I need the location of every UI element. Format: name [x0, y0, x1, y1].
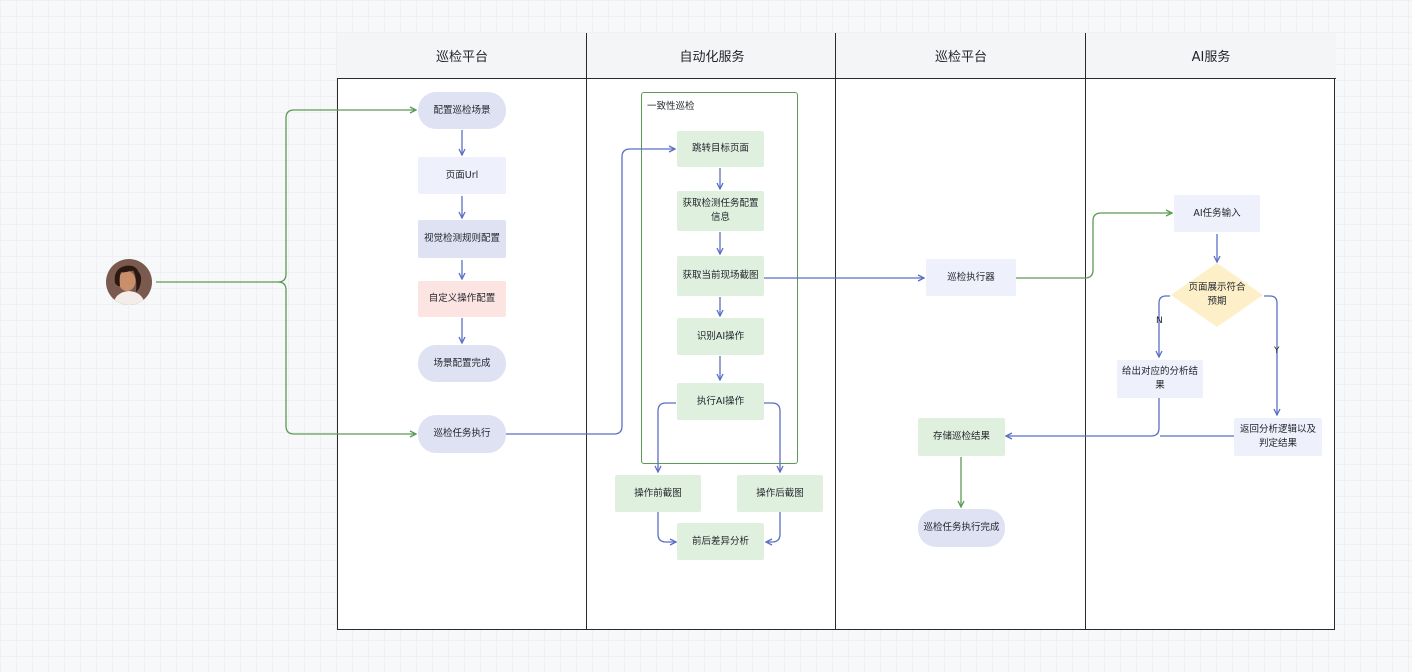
node-label: 视觉检测规则配置: [423, 233, 500, 244]
node-label: 返回分析逻辑以及判定结果: [1239, 424, 1316, 449]
node-get-screenshot[interactable]: 获取当前现场截图: [677, 256, 764, 296]
node-label: AI任务输入: [1193, 207, 1241, 219]
node-label: 存储巡检结果: [932, 431, 990, 442]
node-label: 操作前截图: [634, 487, 682, 499]
node-store-result[interactable]: 存储巡检结果: [918, 418, 1005, 456]
node-label: 跳转目标页面: [691, 143, 749, 154]
node-config-scene[interactable]: 配置巡检场景: [418, 92, 506, 129]
node-label: 前后差异分析: [691, 535, 749, 547]
node-task-done[interactable]: 巡检任务执行完成: [918, 509, 1005, 547]
user-avatar-icon: [106, 259, 152, 305]
node-label: 页面展示符合预期: [1188, 282, 1246, 307]
node-decision[interactable]: 页面展示符合预期: [1187, 280, 1247, 310]
node-label: 巡检执行器: [947, 271, 995, 283]
node-label: 获取当前现场截图: [682, 270, 759, 281]
node-visual-rule[interactable]: 视觉检测规则配置: [418, 220, 506, 258]
node-label: 识别AI操作: [696, 330, 745, 342]
node-get-config[interactable]: 获取检测任务配置信息: [677, 191, 764, 231]
node-label: 巡检任务执行: [433, 428, 491, 439]
lane-header-patrol-platform: 巡检平台: [337, 33, 587, 79]
lane-title: 巡检平台: [934, 50, 987, 65]
connector-after-to-diff: [766, 512, 781, 542]
connector-decision-no: [1159, 295, 1170, 357]
node-after-screenshot[interactable]: 操作后截图: [737, 475, 823, 512]
lane-header-automation-service: 自动化服务: [587, 33, 837, 79]
node-label: 页面Url: [445, 169, 479, 181]
node-label: 操作后截图: [756, 487, 804, 499]
node-custom-operation[interactable]: 自定义操作配置: [418, 281, 506, 317]
user-avatar: [106, 259, 152, 305]
connector-user-to-task: [277, 281, 416, 434]
node-before-screenshot[interactable]: 操作前截图: [615, 475, 701, 512]
connector-exec-to-before: [658, 402, 676, 472]
node-scene-done[interactable]: 场景配置完成: [418, 345, 506, 382]
lane-header-ai-service: AI服务: [1086, 33, 1336, 79]
node-label: 场景配置完成: [433, 357, 491, 369]
node-page-url[interactable]: 页面Url: [418, 157, 506, 194]
node-executor[interactable]: 巡检执行器: [926, 259, 1016, 296]
edge-label-no: N: [1156, 316, 1163, 326]
connector-before-to-diff: [657, 512, 676, 542]
group-label: 一致性巡检: [647, 101, 695, 112]
node-diff-analysis[interactable]: 前后差异分析: [677, 523, 764, 560]
connector-analysis-to-store: [1006, 398, 1160, 436]
node-jump-page[interactable]: 跳转目标页面: [677, 131, 764, 167]
decision-diamond: [1171, 263, 1263, 327]
connector-exec-to-after: [764, 402, 780, 472]
lane-divider: [835, 33, 836, 630]
lane-title: AI服务: [1191, 50, 1231, 65]
node-identify-ai[interactable]: 识别AI操作: [677, 318, 764, 355]
node-label: 执行AI操作: [696, 395, 745, 407]
node-task-exec[interactable]: 巡检任务执行: [418, 415, 506, 453]
node-return-logic[interactable]: 返回分析逻辑以及判定结果: [1234, 418, 1322, 456]
node-label: 自定义操作配置: [428, 293, 496, 304]
connector-executor-to-ai: [1016, 213, 1172, 279]
lane-title: 自动化服务: [679, 50, 745, 65]
node-label: 巡检任务执行完成: [923, 522, 1000, 533]
node-label: 给出对应的分析结果: [1121, 366, 1198, 391]
node-ai-input[interactable]: AI任务输入: [1174, 195, 1260, 232]
swimlane-frame: [337, 33, 1335, 630]
node-label: 获取检测任务配置信息: [682, 198, 759, 223]
node-give-analysis[interactable]: 给出对应的分析结果: [1117, 360, 1203, 398]
lane-divider: [1085, 33, 1086, 630]
connector-task-to-jump: [506, 149, 675, 435]
lane-title: 巡检平台: [435, 50, 488, 65]
connector-decision-yes: [1264, 295, 1277, 415]
connector-user-to-config: [156, 110, 416, 283]
lane-divider: [586, 33, 587, 630]
lane-header-patrol-platform-2: 巡检平台: [836, 33, 1086, 79]
edge-label-yes: Y: [1274, 346, 1280, 356]
node-label: 配置巡检场景: [433, 104, 491, 116]
node-exec-ai[interactable]: 执行AI操作: [677, 383, 764, 420]
